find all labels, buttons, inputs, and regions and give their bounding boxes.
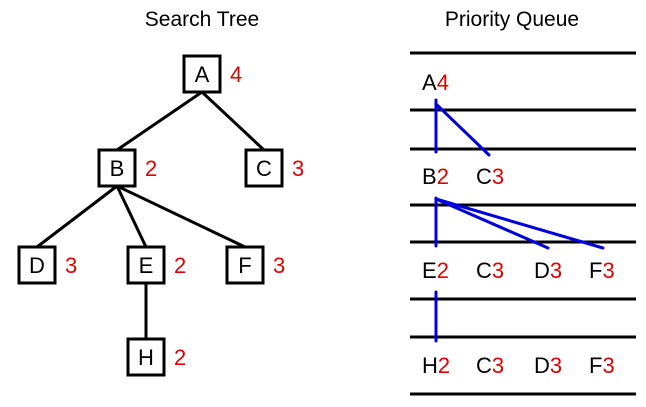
tree-node-label: D (29, 253, 45, 278)
queue-pointers (434, 98, 605, 343)
queue-entry: E2 (422, 258, 449, 283)
queue-entry-cost: 2 (437, 164, 449, 189)
queue-entry: C3 (476, 353, 504, 378)
tree-edge-B-F (116, 184, 246, 249)
queue-entry: F3 (589, 258, 615, 283)
tree-edge-B-E (115, 185, 148, 248)
queue-entry: F3 (589, 353, 615, 378)
queue-entry-label: H (422, 353, 438, 378)
queue-pointer-line (434, 197, 605, 250)
tree-node-box (225, 245, 265, 285)
tree-node-label: C (256, 156, 272, 181)
queue-entry-cost: 2 (437, 258, 449, 283)
tree-node-cost: 2 (145, 156, 157, 181)
queue-entry-cost: 3 (550, 353, 562, 378)
queue-entry-cost: 4 (437, 70, 449, 95)
queue-entry-cost: 2 (438, 353, 450, 378)
tree-node-label: F (238, 253, 251, 278)
queue-title: Priority Queue (445, 8, 579, 31)
tree-node-cost: 2 (174, 253, 186, 278)
queue-row-2: B2 C3 (422, 164, 504, 189)
queue-entry-label: A (422, 70, 437, 95)
tree-node-cost: 4 (230, 62, 242, 87)
tree-title: Search Tree (145, 8, 259, 31)
tree-node-label: B (110, 156, 125, 181)
queue-entry-label: C (476, 164, 492, 189)
tree-edge-A-B (116, 90, 203, 152)
queue-pointer-line (434, 197, 550, 250)
tree-edge-A-C (200, 90, 266, 152)
tree-node-label: H (138, 345, 154, 370)
queue-entry-cost: 3 (602, 353, 614, 378)
queue-entry-label: F (589, 353, 602, 378)
queue-row-1: A4 (422, 70, 449, 95)
tree-edge-B-D (36, 184, 118, 249)
queue-entry: H2 (422, 353, 450, 378)
tree-edges (36, 90, 266, 339)
tree-node-box (17, 245, 57, 285)
tree-node-box (126, 245, 166, 285)
queue-entry-cost: 3 (492, 258, 504, 283)
tree-node-box (97, 148, 137, 188)
tree-node-box (182, 54, 222, 94)
queue-entry-cost: 3 (602, 258, 614, 283)
tree-node-label: A (195, 62, 210, 87)
queue-pointer-line (434, 102, 491, 157)
queue-entry-label: D (534, 353, 550, 378)
tree-node-cost: 3 (273, 253, 285, 278)
queue-entry: A4 (422, 70, 449, 95)
queue-entry: C3 (476, 164, 504, 189)
queue-entry-label: C (476, 353, 492, 378)
tree-node-cost: 2 (174, 345, 186, 370)
queue-entry-label: C (476, 258, 492, 283)
queue-entry-cost: 3 (550, 258, 562, 283)
queue-entry: D3 (534, 258, 562, 283)
queue-entry-label: D (534, 258, 550, 283)
tree-node-box (244, 148, 284, 188)
queue-entry-cost: 3 (492, 164, 504, 189)
queue-entry: D3 (534, 353, 562, 378)
queue-entry-cost: 3 (492, 353, 504, 378)
queue-entry-label: F (589, 258, 602, 283)
tree-node-cost: 3 (65, 253, 77, 278)
queue-separators (410, 51, 636, 396)
queue-entry: B2 (422, 164, 449, 189)
queue-entry-label: E (422, 258, 437, 283)
queue-entry-label: B (422, 164, 437, 189)
queue-entry: C3 (476, 258, 504, 283)
tree-node-box (126, 337, 166, 377)
tree-node-cost: 3 (292, 156, 304, 181)
tree-node-label: E (139, 253, 154, 278)
